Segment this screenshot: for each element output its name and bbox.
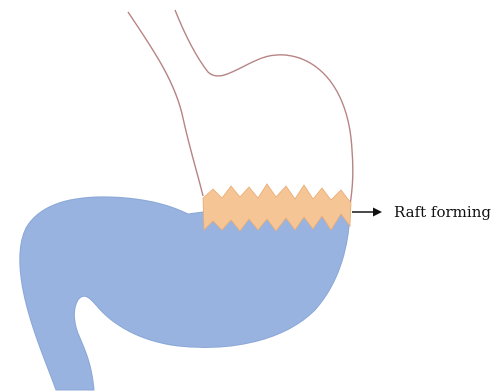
stomach-outline (128, 10, 353, 205)
raft-forming-label: Raft forming (394, 203, 491, 221)
arrow-head-icon (373, 208, 382, 217)
gastric-fluid (20, 197, 350, 390)
raft-layer (203, 184, 351, 231)
